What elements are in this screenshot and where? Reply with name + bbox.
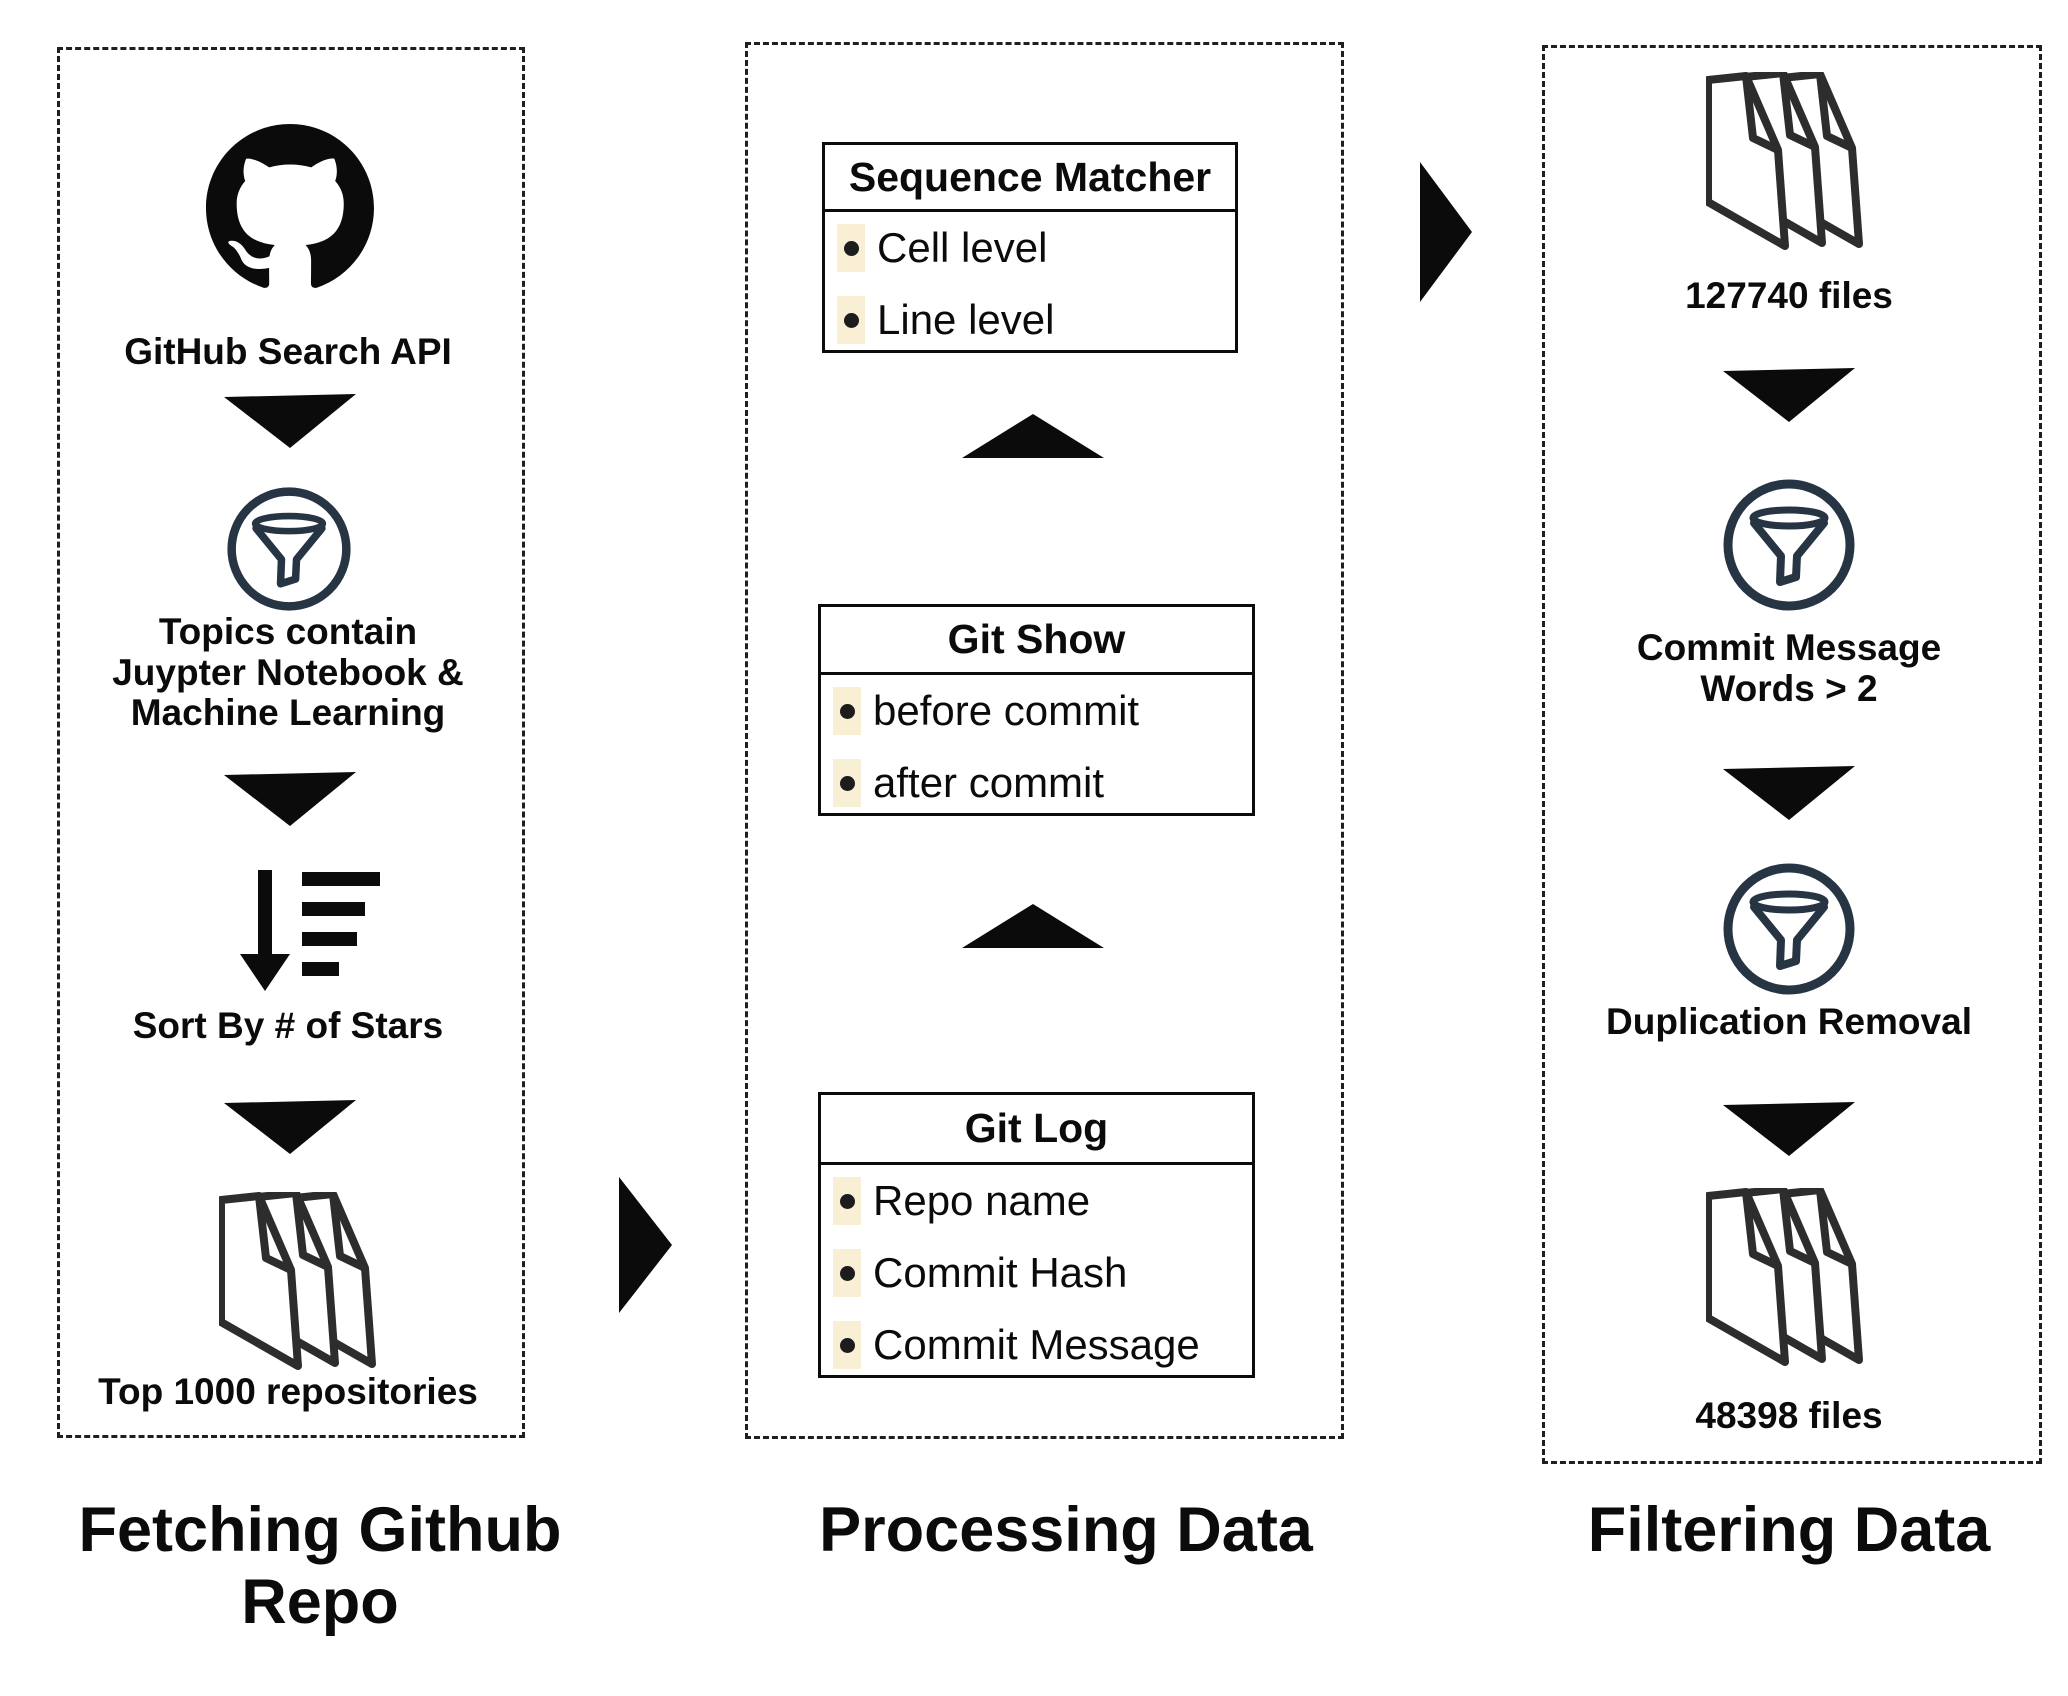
right-arrow-icon xyxy=(619,1177,672,1313)
step-label-commit-message-words: Commit Message Words > 2 xyxy=(1636,627,1942,709)
down-arrow-icon xyxy=(224,394,356,448)
column-title-fetching: Fetching Github Repo xyxy=(78,1495,562,1637)
up-arrow-icon xyxy=(962,414,1104,458)
box-items: Cell level Line level xyxy=(825,212,1235,356)
files-icon xyxy=(1706,72,1864,252)
down-arrow-icon xyxy=(1723,766,1855,820)
item-label-cell-level: Cell level xyxy=(877,224,1048,271)
sequence-matcher-box: Sequence Matcher Cell level Line level xyxy=(822,142,1238,353)
down-arrow-icon xyxy=(224,772,356,826)
up-arrow-icon xyxy=(962,904,1104,948)
bullet-highlight xyxy=(833,1249,861,1297)
step-label-127740-files: 127740 files xyxy=(1685,275,1893,316)
processing-column-outline xyxy=(745,42,1344,1439)
item-label-commit-hash: Commit Hash xyxy=(873,1249,1128,1296)
bullet-item: Commit Hash xyxy=(821,1237,1252,1309)
bullet-item: Repo name xyxy=(821,1165,1252,1237)
bullet-highlight xyxy=(833,759,861,807)
down-arrow-icon xyxy=(224,1100,356,1154)
box-title-sequence-matcher: Sequence Matcher xyxy=(825,145,1235,212)
down-arrow-icon xyxy=(1723,368,1855,422)
item-label-before-commit: before commit xyxy=(873,687,1140,734)
item-label-commit-message: Commit Message xyxy=(873,1321,1200,1368)
bullet-item: Line level xyxy=(825,284,1235,356)
bullet-dot xyxy=(839,1193,855,1209)
git-log-box: Git Log Repo name Commit Hash Commit Mes… xyxy=(818,1092,1255,1378)
bullet-item: before commit xyxy=(821,675,1252,747)
box-title-git-show: Git Show xyxy=(821,607,1252,675)
down-arrow-icon xyxy=(1723,1102,1855,1156)
bullet-dot xyxy=(843,312,859,328)
step-label-top-1000-repositories: Top 1000 repositories xyxy=(98,1371,478,1412)
funnel-icon xyxy=(1722,478,1856,612)
bullet-highlight xyxy=(837,224,865,272)
files-icon xyxy=(219,1192,377,1372)
bullet-dot xyxy=(839,703,855,719)
bullet-dot xyxy=(839,775,855,791)
box-items: before commit after commit xyxy=(821,675,1252,819)
box-items: Repo name Commit Hash Commit Message xyxy=(821,1165,1252,1381)
bullet-dot xyxy=(839,1337,855,1353)
item-label-line-level: Line level xyxy=(877,296,1055,343)
files-icon xyxy=(1706,1188,1864,1368)
item-label-repo-name: Repo name xyxy=(873,1177,1091,1224)
box-title-git-log: Git Log xyxy=(821,1095,1252,1165)
bullet-highlight xyxy=(833,687,861,735)
column-title-processing: Processing Data xyxy=(819,1495,1313,1565)
github-icon xyxy=(206,124,374,292)
step-label-github-search-api: GitHub Search API xyxy=(124,331,452,372)
step-label-duplication-removal: Duplication Removal xyxy=(1606,1001,1972,1042)
bullet-highlight xyxy=(833,1321,861,1369)
funnel-icon xyxy=(226,486,352,612)
right-arrow-icon xyxy=(1420,162,1472,302)
sort-descending-icon xyxy=(240,870,380,992)
funnel-icon xyxy=(1722,862,1856,996)
column-title-filtering: Filtering Data xyxy=(1587,1495,1991,1565)
bullet-highlight xyxy=(833,1177,861,1225)
bullet-item: Commit Message xyxy=(821,1309,1252,1381)
bullet-highlight xyxy=(837,296,865,344)
bullet-dot xyxy=(843,240,859,256)
bullet-dot xyxy=(839,1265,855,1281)
bullet-item: Cell level xyxy=(825,212,1235,284)
filtering-column-outline xyxy=(1542,45,2042,1464)
bullet-item: after commit xyxy=(821,747,1252,819)
git-show-box: Git Show before commit after commit xyxy=(818,604,1255,816)
fetching-column-outline xyxy=(57,47,525,1438)
step-label-48398-files: 48398 files xyxy=(1695,1395,1883,1436)
step-label-sort-by-stars: Sort By # of Stars xyxy=(132,1005,444,1046)
item-label-after-commit: after commit xyxy=(873,759,1105,806)
step-label-topics: Topics contain Juypter Notebook & Machin… xyxy=(112,611,464,734)
